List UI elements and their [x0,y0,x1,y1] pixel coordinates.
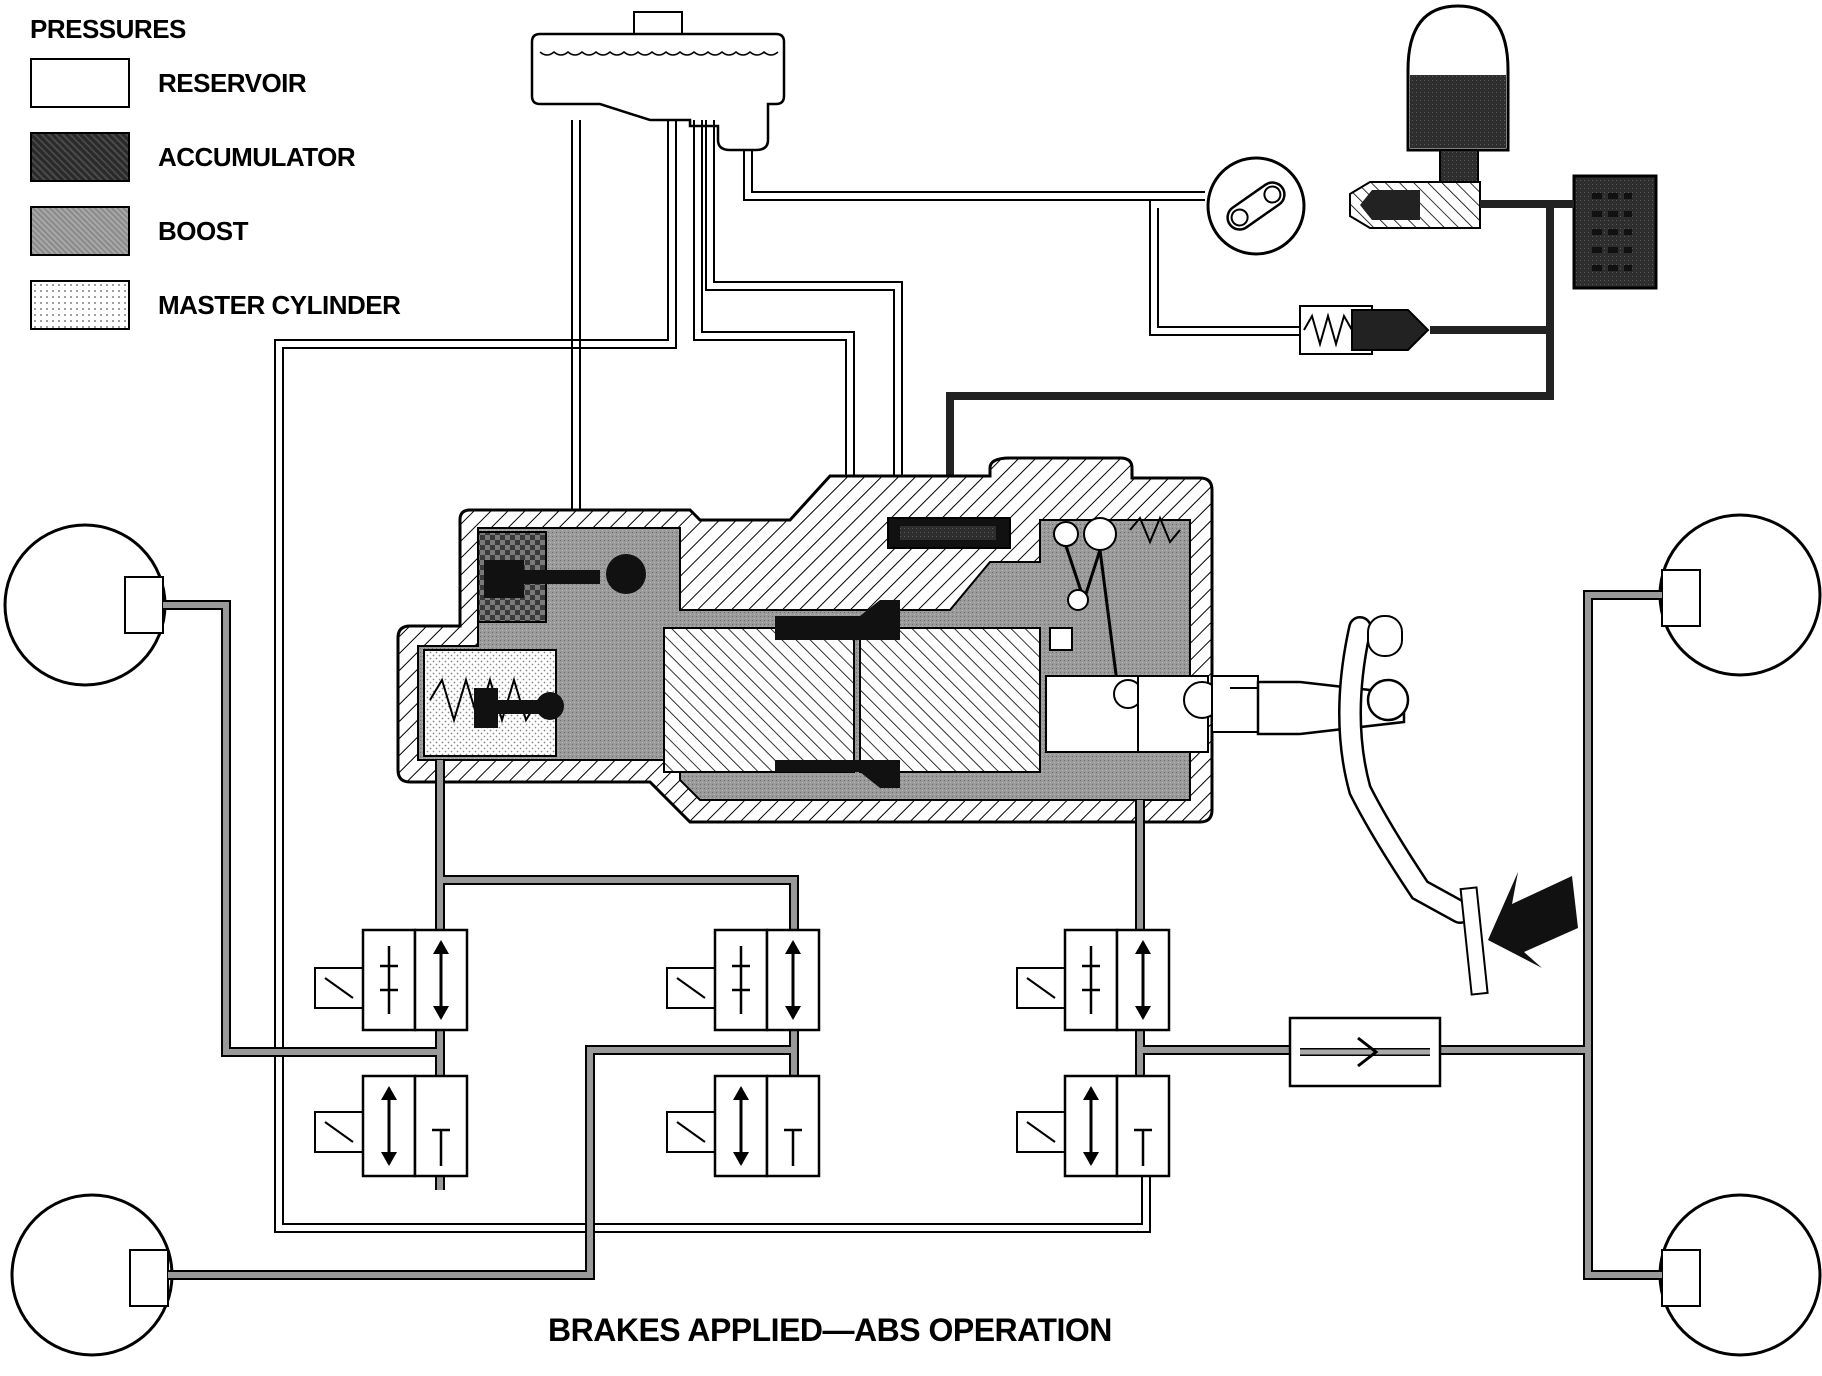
accumulator-lines [946,200,1574,516]
pressure-switch [1206,156,1306,256]
legend-label-boost: BOOST [158,216,248,246]
wheel-rear-right [1658,1193,1822,1357]
proportioning-valve [1288,1016,1442,1088]
abs-valve-block [314,928,1171,1178]
wheel-front-right [1658,513,1822,677]
reservoir-lines [274,120,1300,1233]
isolation-valve-rear [1016,928,1171,1032]
hydraulic-booster [396,456,1221,824]
pump-motor [1572,174,1658,290]
master-cylinder-swatch [30,280,130,330]
dump-valve-right-front [666,1074,821,1178]
legend-label-accumulator: ACCUMULATOR [158,142,356,172]
boost-lines-fill [163,592,1662,1278]
fluid-reservoir [530,11,786,152]
legend-title: PRESSURES [30,14,186,44]
wheel-front-left [3,523,167,687]
legend-item-reservoir: RESERVOIR [30,58,550,112]
accumulator [1406,4,1510,187]
legend-item-accumulator: ACCUMULATOR [30,132,550,186]
diagram-caption: BRAKES APPLIED—ABS OPERATION [548,1312,1112,1348]
legend-item-boost: BOOST [30,206,550,260]
reservoir-swatch [30,58,130,108]
isolation-valve-right-front [666,928,821,1032]
relief-valve [1299,305,1430,355]
isolation-valve-left-front [314,928,469,1032]
accumulator-swatch [30,132,130,182]
boost-swatch [30,206,130,256]
pump-check-valve [1349,181,1481,229]
wheel-rear-left [10,1193,174,1357]
dump-valve-rear [1016,1074,1171,1178]
foot-force-arrow-icon [1488,872,1578,968]
legend-item-master-cylinder: MASTER CYLINDER [30,280,550,334]
dump-valve-left-front [314,1074,469,1178]
legend-label-master-cylinder: MASTER CYLINDER [158,290,401,320]
legend-label-reservoir: RESERVOIR [158,68,307,98]
brake-pedal [1211,615,1489,996]
